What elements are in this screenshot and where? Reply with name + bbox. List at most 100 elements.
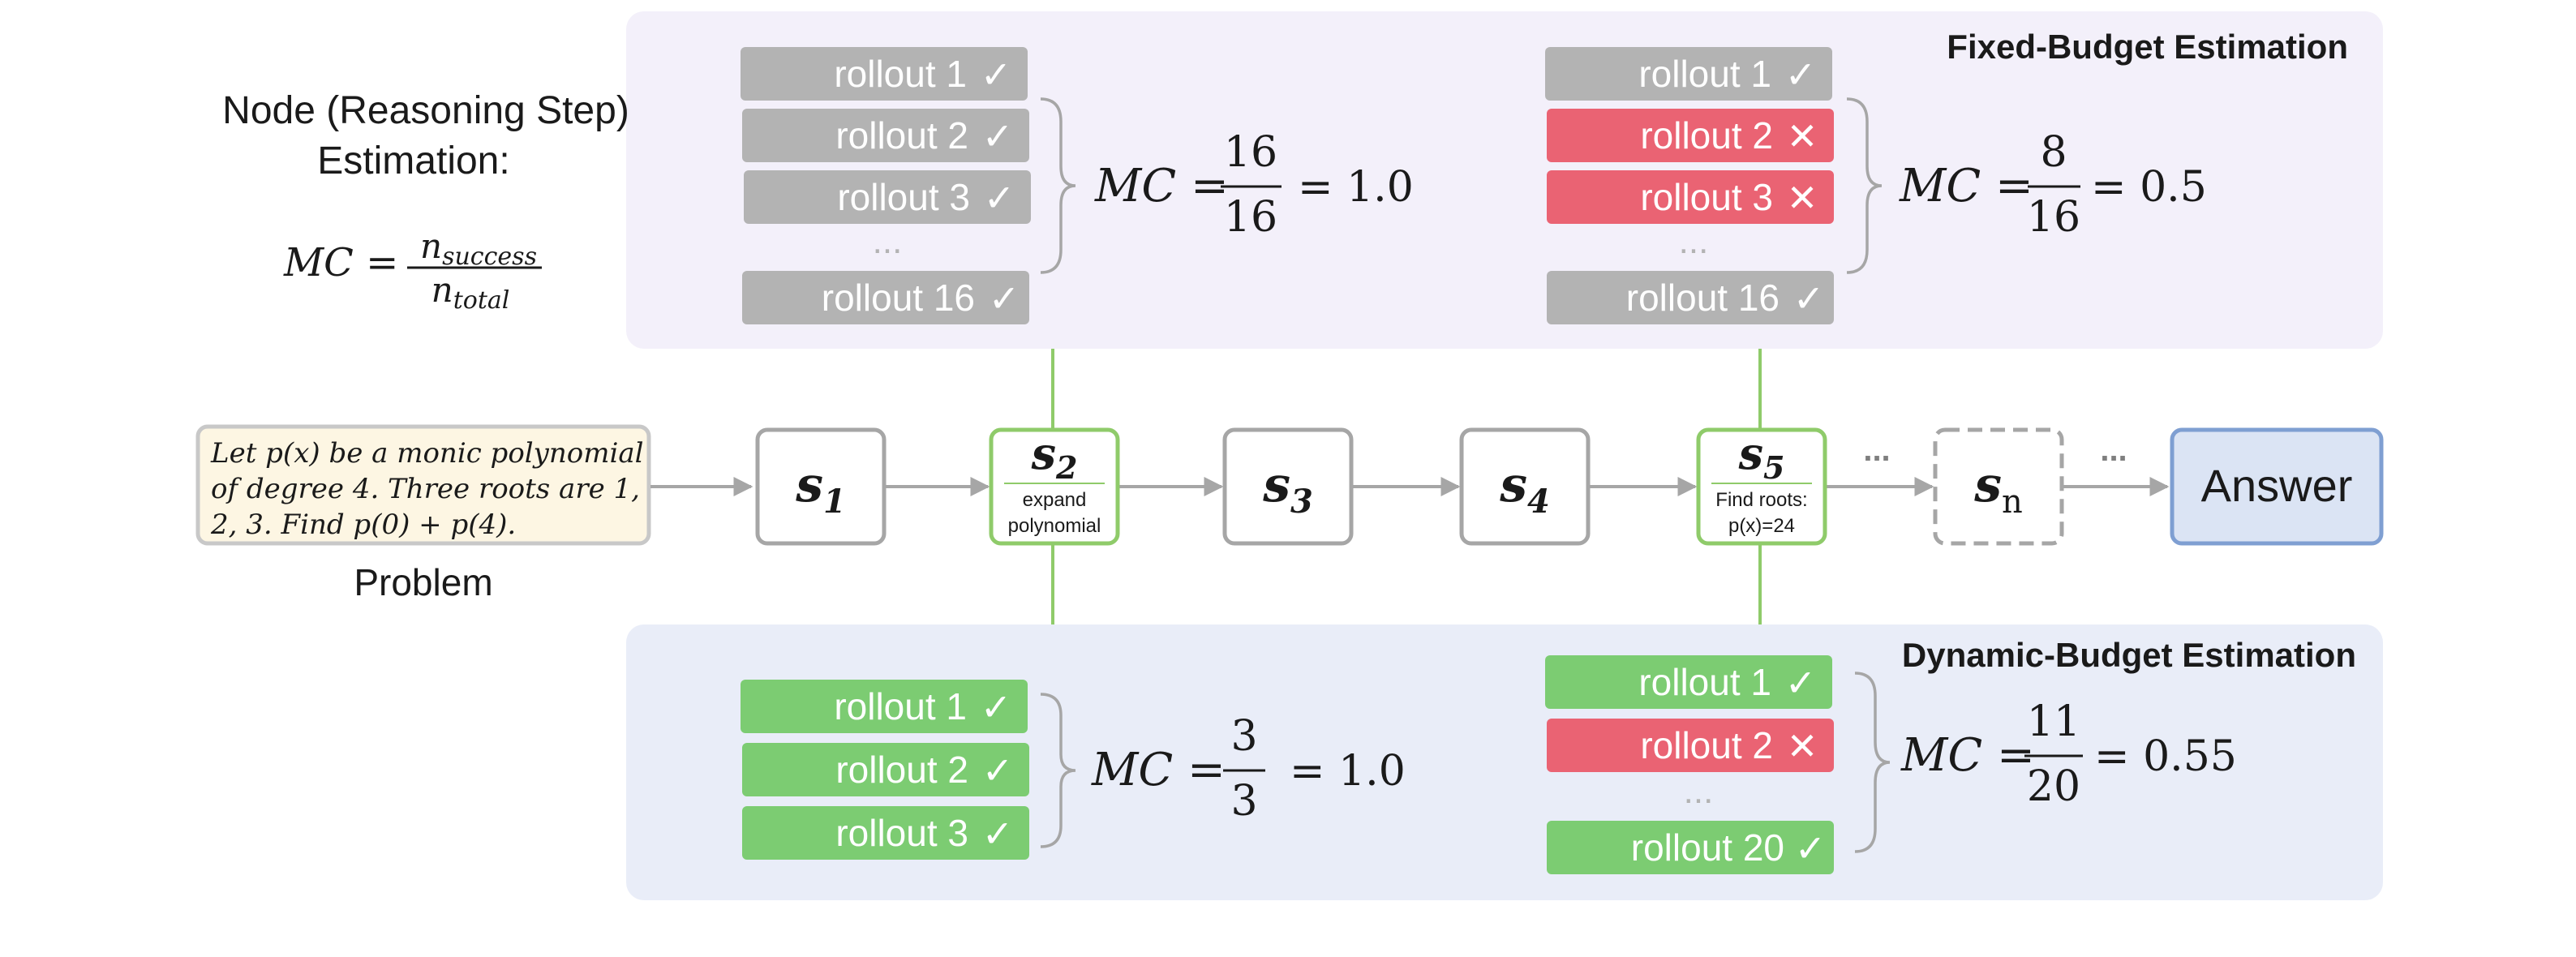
ellipsis: ...	[873, 221, 903, 261]
fixed-right-rollouts: rollout 1 ✓ rollout 2 ✕ rollout 3 ✕ ... …	[1545, 47, 1883, 324]
step-note-line-1: Find roots:	[1715, 489, 1807, 511]
formula-result: = 1.0	[1298, 163, 1414, 212]
fixed-right-formula: MC = 8 16 = 0.5	[1899, 128, 2207, 242]
formula-numerator: 3	[1230, 712, 1257, 761]
check-icon: ✓	[981, 54, 1012, 96]
answer-label: Answer	[2201, 460, 2353, 511]
node-estimation: Node (Reasoning Step) Estimation: MC = n…	[222, 89, 629, 315]
node-estimation-title-line2: Estimation:	[317, 139, 509, 182]
rollout-box	[742, 271, 1029, 324]
rollout-label: rollout 2	[835, 114, 968, 157]
rollout-label: rollout 2	[835, 749, 968, 791]
chain-ellipsis: ...	[1863, 432, 1890, 468]
rollout-box	[1547, 271, 1834, 324]
node-formula-num: nsuccess	[420, 226, 537, 271]
problem-card	[195, 424, 651, 546]
fixed-left-formula: MC = 16 16 = 1.0	[1094, 128, 1414, 242]
problem-line-3: 2, 3. Find p(0) + p(4).	[210, 509, 516, 541]
brace	[1846, 97, 1883, 274]
node-formula-lhs: MC =	[283, 240, 398, 285]
answer-box	[2170, 427, 2384, 546]
step-label: s5	[1738, 427, 1785, 486]
step-label: s4	[1499, 457, 1550, 521]
rollout-label: rollout 16	[822, 277, 975, 319]
check-icon: ✓	[989, 277, 1020, 320]
check-icon: ✓	[1795, 827, 1827, 869]
cross-icon: ✕	[1787, 177, 1818, 219]
check-icon: ✓	[1785, 662, 1817, 704]
formula-denominator: 16	[2027, 193, 2080, 242]
cross-icon: ✕	[1787, 725, 1818, 767]
rollout-box	[1545, 655, 1832, 709]
formula-numerator: 8	[2040, 128, 2067, 177]
brace	[1040, 97, 1076, 274]
check-icon: ✓	[1785, 54, 1817, 96]
step-node-s2: s2 expand polynomial	[989, 427, 1120, 546]
rollout-label: rollout 16	[1626, 277, 1780, 319]
problem-label: Problem	[354, 561, 492, 603]
formula-numerator: 16	[1224, 128, 1277, 177]
step-label: s2	[1031, 427, 1078, 486]
step-node-s1: s1	[755, 427, 887, 546]
check-icon: ✓	[982, 813, 1014, 855]
step-box	[989, 427, 1120, 546]
step-box	[755, 427, 887, 546]
formula-lhs: MC =	[1091, 744, 1226, 796]
problem-line-2: of degree 4. Three roots are 1,	[211, 473, 640, 505]
dynamic-left-rollouts: rollout 1 ✓ rollout 2 ✓ rollout 3 ✓	[741, 680, 1076, 860]
check-icon: ✓	[984, 177, 1015, 219]
rollout-box	[1547, 719, 1834, 772]
rollout-label: rollout 1	[1638, 661, 1771, 703]
check-icon: ✓	[982, 749, 1014, 792]
step-box	[1933, 427, 2064, 546]
step-node-s4: s4	[1459, 427, 1591, 546]
step-label: s1	[795, 457, 846, 521]
step-note-line-2: p(x)=24	[1728, 515, 1795, 537]
rollout-box	[741, 680, 1028, 733]
formula-result: = 1.0	[1290, 747, 1406, 796]
step-note-line-2: polynomial	[1008, 515, 1101, 537]
answer-node: Answer	[2170, 427, 2384, 546]
check-icon: ✓	[981, 686, 1012, 728]
formula-lhs: MC =	[1900, 729, 2035, 782]
step-node-sn: sn	[1933, 427, 2064, 546]
ellipsis: ...	[1684, 771, 1714, 811]
check-icon: ✓	[1793, 277, 1825, 320]
rollout-box	[741, 47, 1028, 101]
rollout-box	[742, 743, 1029, 796]
formula-numerator: 11	[2027, 697, 2080, 746]
rollout-box	[742, 806, 1029, 860]
fixed-left-rollouts: rollout 1 ✓ rollout 2 ✓ rollout 3 ✓ ... …	[741, 47, 1076, 324]
rollout-label: rollout 2	[1640, 114, 1773, 157]
rollout-label: rollout 2	[1640, 724, 1773, 766]
dynamic-left-formula: MC = 3 3 = 1.0	[1091, 712, 1406, 826]
step-box	[1459, 427, 1591, 546]
rollout-box	[1545, 47, 1832, 101]
rollout-box	[744, 170, 1031, 224]
dynamic-budget-panel	[626, 624, 2383, 900]
node-estimation-title-line1: Node (Reasoning Step)	[222, 89, 629, 132]
ellipsis: ...	[1679, 221, 1709, 261]
cross-icon: ✕	[1787, 115, 1818, 157]
fixed-budget-panel	[626, 11, 2383, 349]
problem-box: Let p(x) be a monic polynomial of degree…	[195, 424, 651, 603]
problem-line-1: Let p(x) be a monic polynomial	[210, 437, 644, 470]
rollout-box	[1547, 821, 1834, 874]
brace	[1854, 672, 1891, 853]
formula-denominator: 16	[1224, 193, 1277, 242]
step-node-s3: s3	[1222, 427, 1354, 546]
formula-lhs: MC =	[1899, 160, 2033, 212]
rollout-label: rollout 1	[1638, 53, 1771, 95]
formula-denominator: 20	[2027, 762, 2080, 811]
step-node-s5: s5 Find roots: p(x)=24	[1696, 427, 1827, 546]
step-box	[1696, 427, 1827, 546]
dynamic-right-formula: MC = 11 20 = 0.55	[1900, 697, 2237, 811]
fixed-panel-title: Fixed-Budget Estimation	[1947, 28, 2348, 66]
check-icon: ✓	[982, 115, 1014, 157]
step-box	[1222, 427, 1354, 546]
formula-lhs: MC =	[1094, 160, 1229, 212]
node-formula-den: ntotal	[431, 270, 510, 315]
rollout-label: rollout 3	[1640, 176, 1773, 218]
rollout-label: rollout 3	[837, 176, 970, 218]
step-label: sn	[1973, 457, 2023, 521]
